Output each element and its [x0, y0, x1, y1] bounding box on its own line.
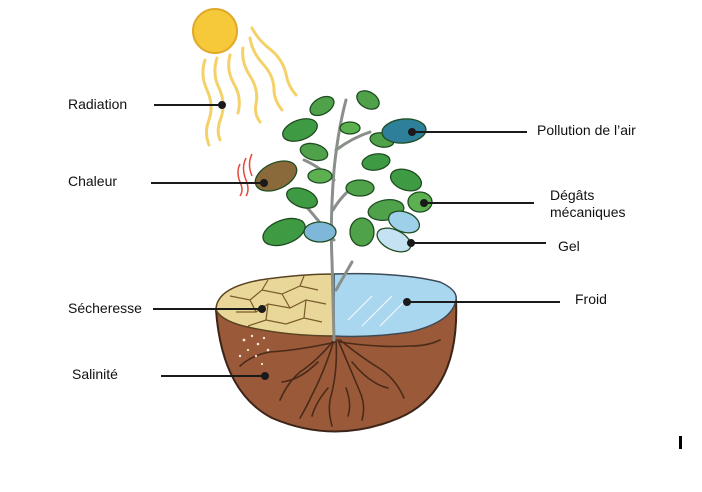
heat-waves-icon: [237, 153, 253, 197]
label-degats-line1: Dégâts: [550, 187, 595, 203]
pointer-lines: [151, 101, 560, 380]
sun-icon: [192, 8, 238, 54]
label-degats-mecaniques: Dégâts mécaniques: [550, 187, 660, 221]
text-cursor-icon: [679, 436, 682, 449]
label-gel: Gel: [558, 238, 580, 254]
dry-soil: [215, 273, 335, 337]
water-surface: [333, 272, 457, 338]
label-degats-line2: mécaniques: [550, 204, 626, 220]
sun-rays: [201, 26, 298, 147]
label-froid: Froid: [575, 291, 607, 307]
label-radiation: Radiation: [68, 96, 128, 112]
plant-leaves: [254, 90, 433, 253]
label-salinite: Salinité: [72, 366, 118, 382]
label-chaleur: Chaleur: [68, 173, 118, 189]
label-secheresse: Sécheresse: [68, 300, 142, 316]
label-pollution: Pollution de l’air: [537, 122, 636, 138]
